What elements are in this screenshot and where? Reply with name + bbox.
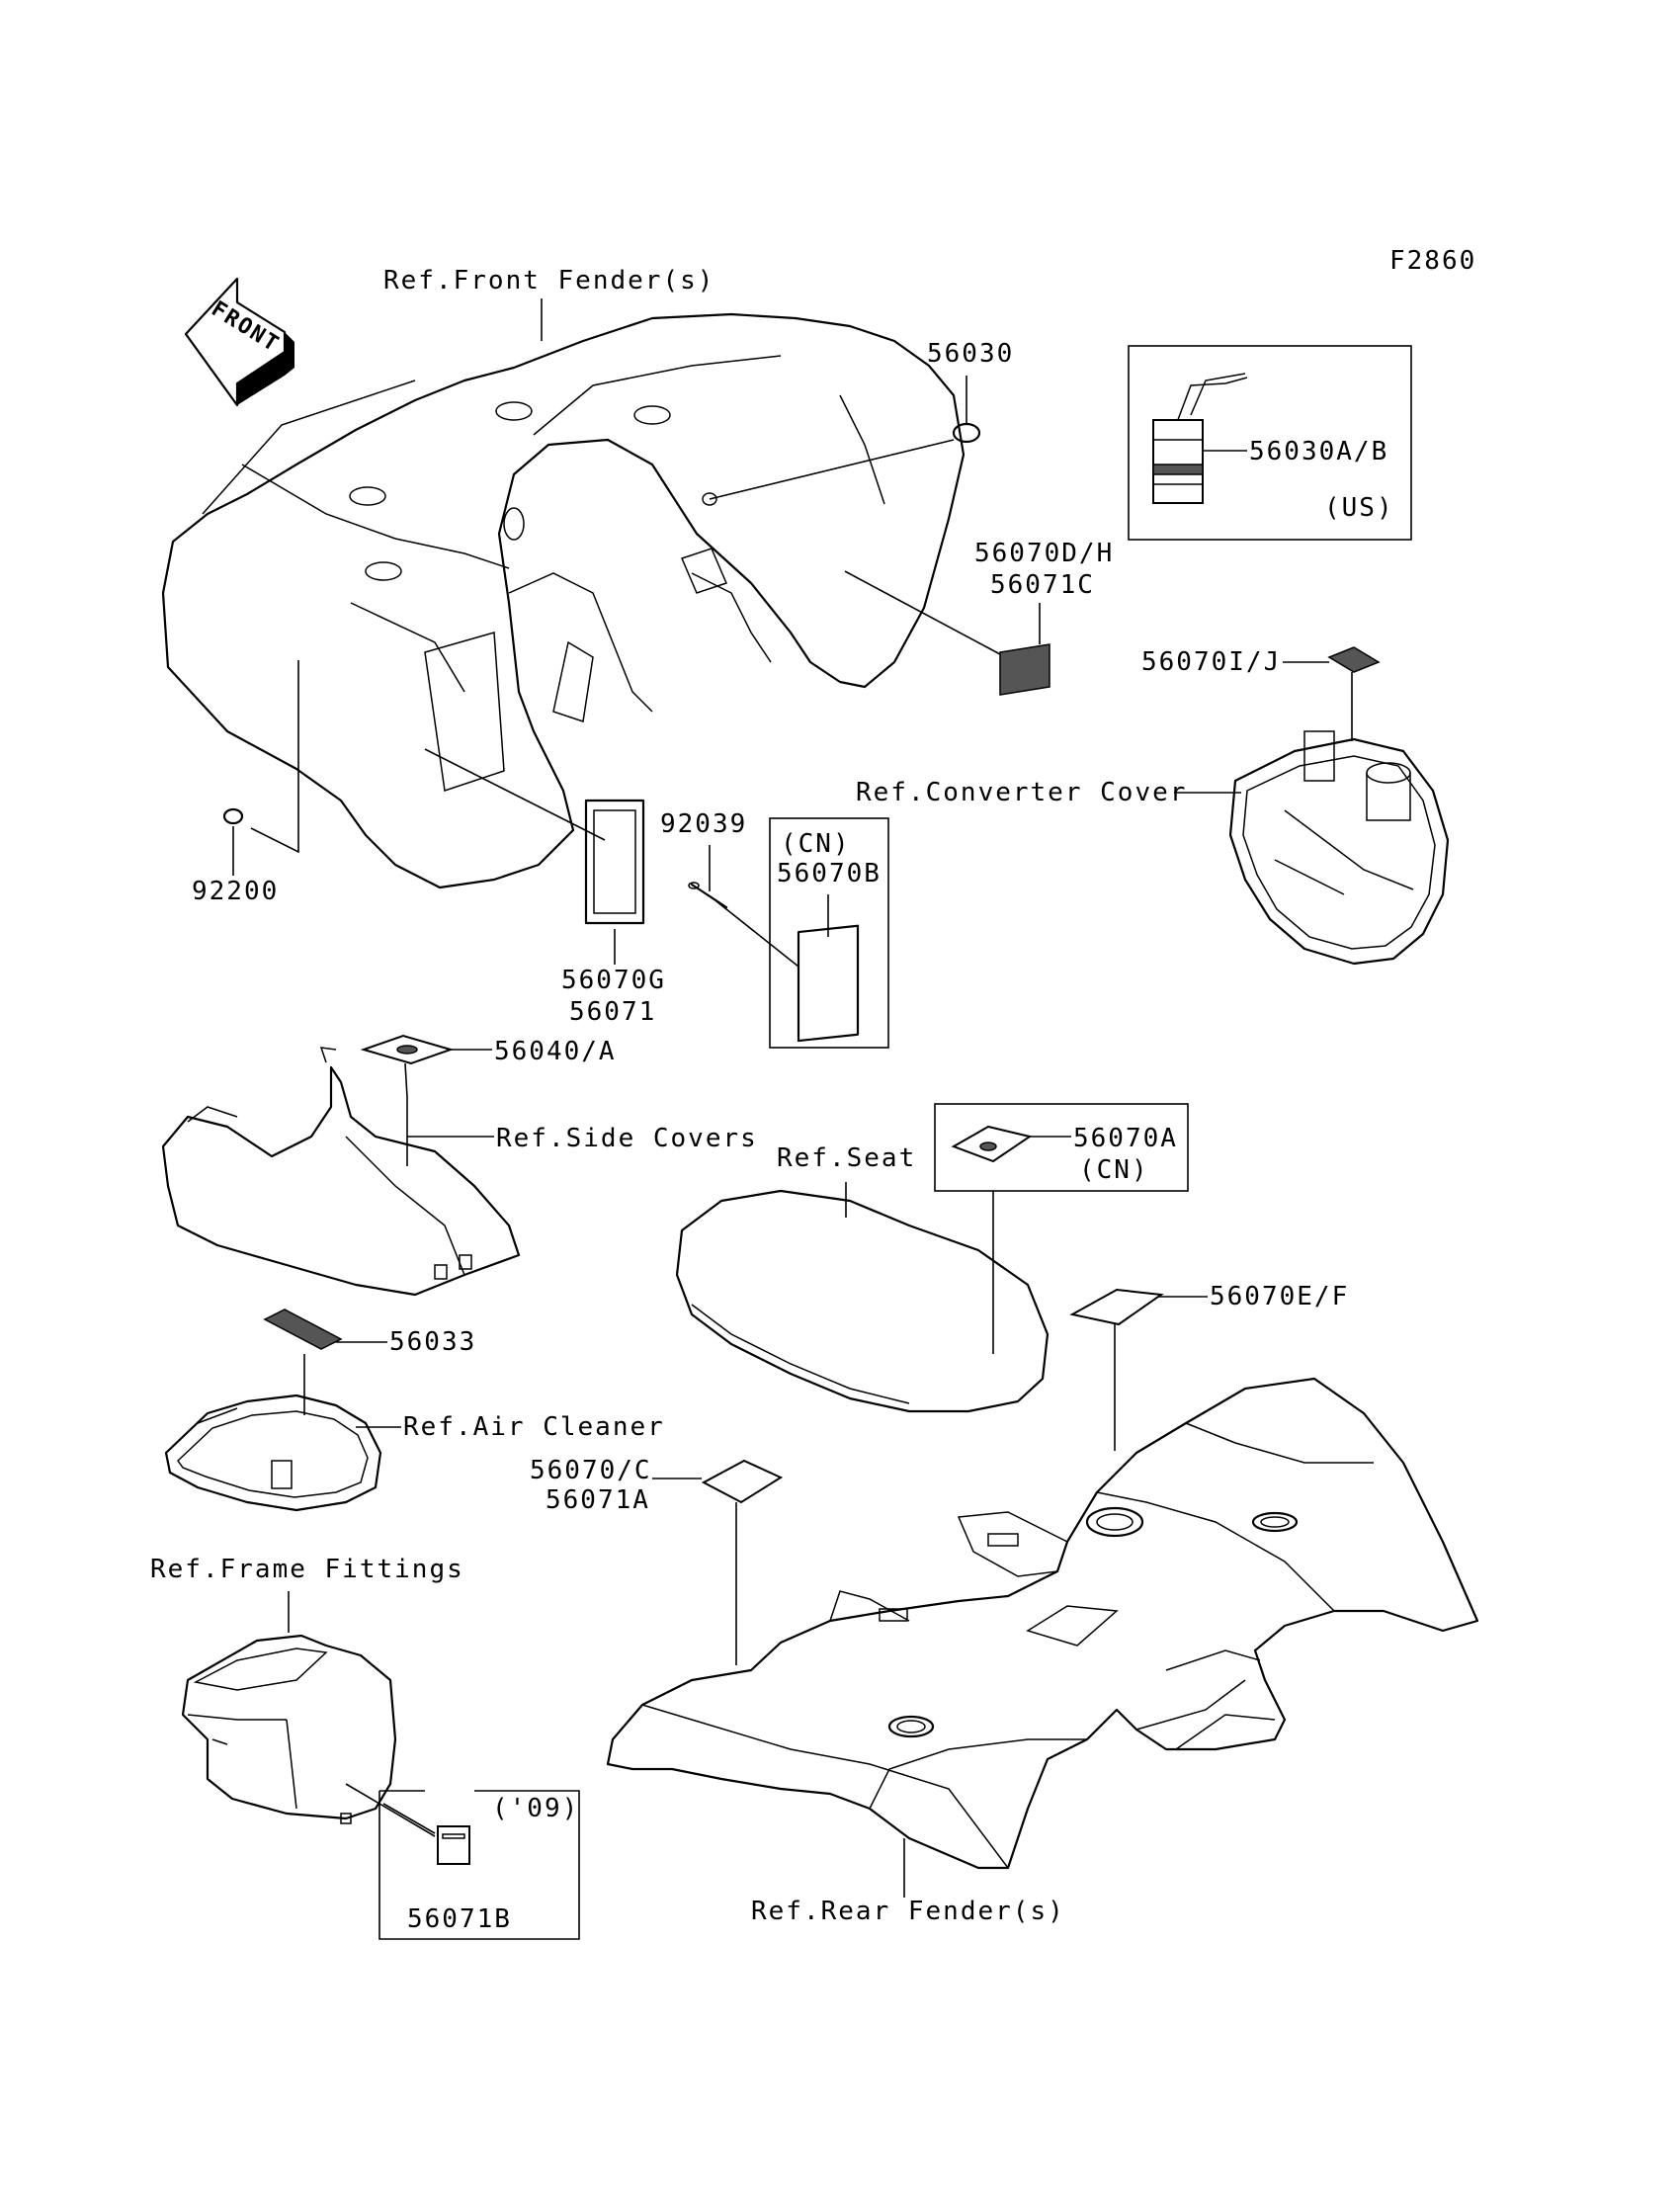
part-56070a: 56070A (1073, 1124, 1178, 1153)
part-56030: 56030 (927, 339, 1014, 369)
grommet-56030 (952, 422, 981, 444)
ref-front-fender: Ref.Front Fender(s) (383, 266, 714, 296)
part-56071: 56071 (569, 997, 656, 1027)
part-56071a: 56071A (546, 1485, 650, 1515)
converter-cover-part (1228, 730, 1450, 966)
label-56071b (437, 1825, 470, 1865)
label-56070ij (1327, 646, 1381, 673)
box-56070a (934, 1103, 1189, 1192)
label-56070dh (999, 643, 1050, 696)
label-56070a (951, 1125, 1033, 1163)
part-56070b: 56070B (777, 859, 882, 888)
note-us: (US) (1324, 493, 1394, 523)
box-56071b (378, 1790, 580, 1940)
part-56030ab: 56030A/B (1249, 437, 1388, 466)
label-56070b (797, 924, 860, 1043)
part-56070c: 56070/C (530, 1456, 652, 1485)
ref-side-covers: Ref.Side Covers (496, 1124, 758, 1153)
part-56033: 56033 (389, 1327, 476, 1357)
ref-converter-cover: Ref.Converter Cover (856, 778, 1187, 807)
part-92039: 92039 (660, 809, 747, 839)
part-56071c: 56071C (990, 570, 1095, 600)
label-56070c (701, 1459, 784, 1504)
part-56070ef: 56070E/F (1210, 1282, 1349, 1311)
ref-rear-fender: Ref.Rear Fender(s) (751, 1897, 1065, 1926)
frame-fittings-part (181, 1634, 397, 1824)
label-56040a (360, 1034, 455, 1065)
hang-tag-icon (1152, 373, 1248, 504)
front-arrow-icon: FRONT (184, 277, 294, 407)
part-92200-icon (222, 807, 244, 825)
rear-fender-part (606, 1377, 1479, 1870)
front-arrow-label: FRONT (207, 296, 284, 358)
part-56070g: 56070G (561, 966, 666, 995)
part-56040a: 56040/A (494, 1037, 617, 1066)
seat-part (675, 1189, 1050, 1413)
part-56070ij: 56070I/J (1141, 647, 1281, 677)
part-56070dh: 56070D/H (974, 539, 1114, 568)
diagram-code: F2860 (1389, 246, 1476, 276)
label-56070g (584, 799, 645, 925)
note-09: ('09) (492, 1794, 579, 1823)
part-56071b: 56071B (407, 1904, 512, 1934)
note-cn-1: (CN) (781, 829, 851, 859)
air-cleaner-part (164, 1394, 382, 1512)
label-56033 (263, 1309, 343, 1350)
box-56030ab (1128, 345, 1412, 541)
ref-seat: Ref.Seat (777, 1143, 916, 1173)
side-covers-part (161, 1047, 521, 1297)
rivet-92039-icon (688, 882, 728, 909)
note-cn-2: (CN) (1079, 1155, 1149, 1185)
front-fender-part (161, 312, 966, 889)
box-56070b (769, 817, 889, 1049)
label-56070ef (1069, 1288, 1164, 1326)
ref-air-cleaner: Ref.Air Cleaner (403, 1412, 665, 1442)
part-92200: 92200 (192, 877, 279, 906)
ref-frame-fittings: Ref.Frame Fittings (150, 1555, 464, 1584)
